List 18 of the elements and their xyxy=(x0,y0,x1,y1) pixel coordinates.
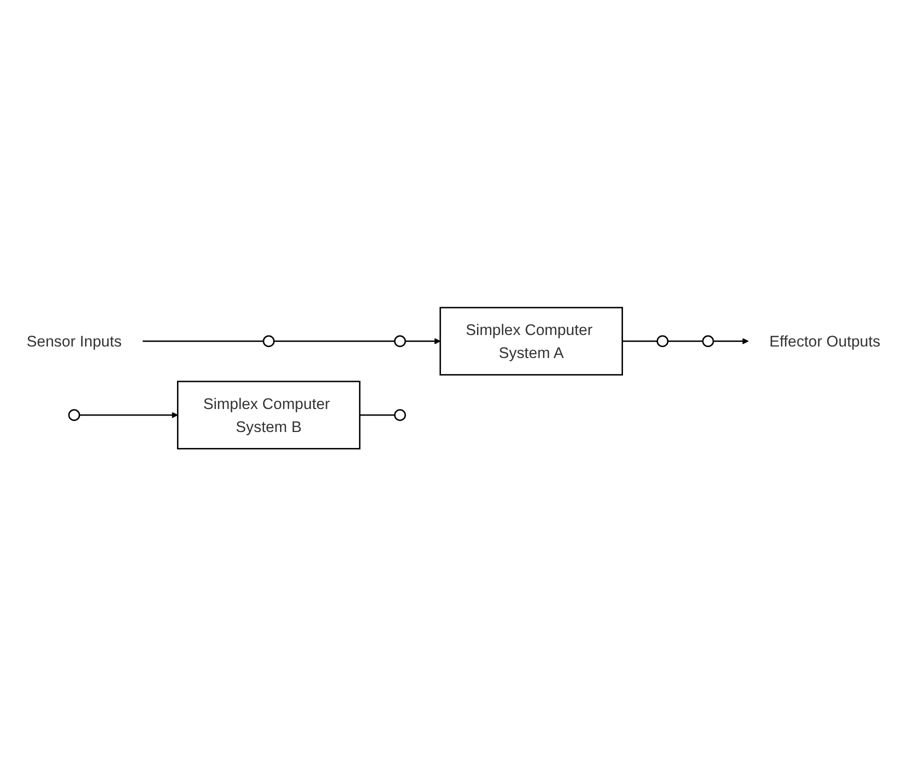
arrow xyxy=(713,338,749,345)
node-circle xyxy=(394,336,406,348)
arrow xyxy=(79,412,178,419)
connector xyxy=(142,340,264,342)
node-box: Simplex Computer System A xyxy=(440,307,623,376)
node-circle xyxy=(68,409,80,422)
node-text: Effector Outputs xyxy=(769,332,880,350)
node-circle xyxy=(656,336,668,348)
connector xyxy=(274,340,395,342)
connector xyxy=(668,340,703,342)
node-circle xyxy=(262,336,275,348)
arrow xyxy=(405,338,441,345)
connector xyxy=(360,414,395,416)
node-box: Simplex Computer System B xyxy=(177,381,360,450)
node-circle xyxy=(702,336,714,348)
node-text: Sensor Inputs xyxy=(26,332,122,350)
node-circle xyxy=(394,409,406,422)
connector xyxy=(622,340,658,342)
